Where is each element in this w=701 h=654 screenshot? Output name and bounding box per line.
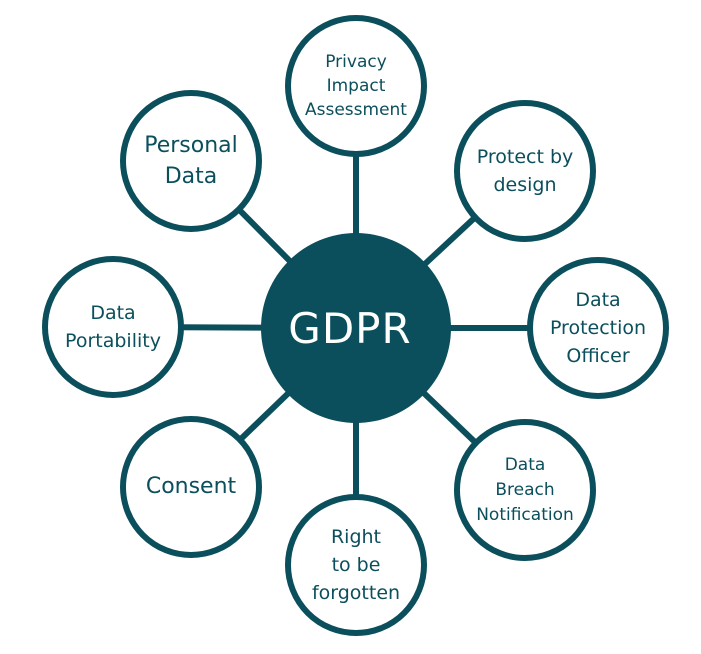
hub-circle bbox=[261, 233, 451, 423]
node-circle-data-breach-notification bbox=[454, 419, 596, 561]
node-circle-data-portability bbox=[42, 256, 184, 398]
node-circle-privacy-impact-assessment bbox=[285, 15, 427, 157]
node-circle-personal-data bbox=[120, 90, 262, 232]
node-circle-protect-by-design bbox=[454, 100, 596, 242]
node-circle-data-protection-officer bbox=[527, 257, 669, 399]
node-circle-consent bbox=[120, 416, 262, 558]
hub-label: GDPR bbox=[288, 303, 412, 353]
node-circle-right-to-be-forgotten bbox=[285, 494, 427, 636]
